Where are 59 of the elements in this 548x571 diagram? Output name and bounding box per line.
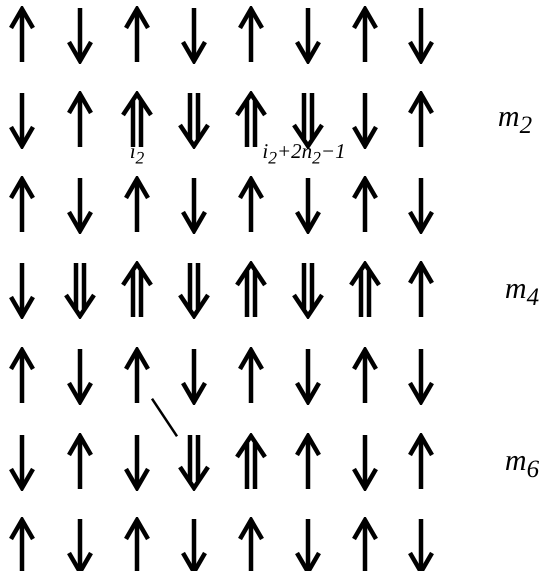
- spin-down-symbol: [65, 6, 95, 64]
- double-spin-down-symbol: [177, 261, 211, 319]
- spin-up-symbol: [236, 176, 266, 234]
- spin-down-symbol: [179, 347, 209, 405]
- spin-down-symbol: [65, 517, 95, 571]
- spin-down-symbol: [350, 433, 380, 491]
- double-spin-up-symbol: [120, 91, 154, 149]
- spin-down-symbol: [406, 517, 436, 571]
- spin-down-symbol: [65, 347, 95, 405]
- double-spin-down-symbol: [63, 261, 97, 319]
- spin-up-symbol: [350, 176, 380, 234]
- spin-down-symbol: [293, 517, 323, 571]
- double-spin-up-symbol: [348, 261, 382, 319]
- spin-down-symbol: [406, 347, 436, 405]
- spin-down-symbol: [122, 433, 152, 491]
- connecting-line: [150, 398, 178, 438]
- spin-down-symbol: [406, 6, 436, 64]
- spin-down-symbol: [179, 517, 209, 571]
- spin-up-symbol: [350, 6, 380, 64]
- spin-up-symbol: [406, 91, 436, 149]
- math-label: m$_{2}$: [498, 102, 532, 138]
- spin-down-symbol: [406, 176, 436, 234]
- spin-up-symbol: [7, 176, 37, 234]
- double-spin-down-symbol: [291, 261, 325, 319]
- double-spin-up-symbol: [234, 261, 268, 319]
- spin-down-symbol: [7, 433, 37, 491]
- spin-up-symbol: [122, 517, 152, 571]
- spin-down-symbol: [293, 6, 323, 64]
- spin-up-symbol: [293, 433, 323, 491]
- spin-down-symbol: [179, 176, 209, 234]
- spin-up-symbol: [65, 91, 95, 149]
- double-spin-down-symbol: [177, 91, 211, 149]
- spin-up-symbol: [7, 347, 37, 405]
- spin-down-symbol: [7, 91, 37, 149]
- spin-up-symbol: [406, 261, 436, 319]
- double-spin-up-symbol: [234, 433, 268, 491]
- spin-up-symbol: [122, 347, 152, 405]
- spin-down-symbol: [7, 261, 37, 319]
- spin-up-symbol: [236, 347, 266, 405]
- spin-up-symbol: [236, 6, 266, 64]
- math-label: i$_{2}$+2n$_{2}$−1: [262, 141, 346, 167]
- spin-up-symbol: [350, 517, 380, 571]
- spin-up-symbol: [406, 433, 436, 491]
- spin-up-symbol: [7, 517, 37, 571]
- spin-up-symbol: [122, 6, 152, 64]
- double-spin-up-symbol: [120, 261, 154, 319]
- spin-down-symbol: [293, 176, 323, 234]
- math-label: m$_{4}$: [504, 274, 540, 310]
- spin-down-symbol: [350, 91, 380, 149]
- spin-down-symbol: [65, 176, 95, 234]
- spin-up-symbol: [7, 6, 37, 64]
- math-label: m$_{6}$: [504, 446, 540, 482]
- spin-up-symbol: [350, 347, 380, 405]
- spin-up-symbol: [122, 176, 152, 234]
- double-spin-down-symbol: [177, 433, 211, 491]
- spin-up-symbol: [65, 433, 95, 491]
- spin-down-symbol: [179, 6, 209, 64]
- spin-up-symbol: [236, 517, 266, 571]
- spin-down-symbol: [293, 347, 323, 405]
